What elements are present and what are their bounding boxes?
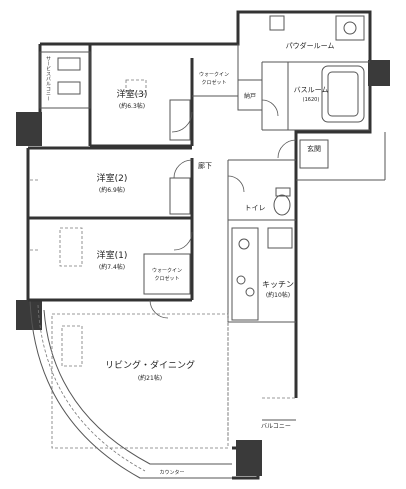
column-bottom	[236, 440, 262, 476]
window-markers	[30, 79, 147, 367]
washing-machine	[269, 15, 285, 31]
walkin-bottom-sub: クロゼット	[154, 275, 179, 282]
entrance-name: 玄関	[307, 144, 321, 153]
closet-western2	[169, 177, 191, 215]
bathroom-name: バスルーム	[294, 86, 329, 94]
kitchen-counter	[231, 227, 259, 321]
living-name: リビング・ダイニング	[105, 359, 195, 371]
service-balcony-area	[39, 51, 91, 109]
kitchen-name: キッチン	[262, 280, 294, 289]
refrigerator	[267, 227, 293, 249]
toilet-name: トイレ	[245, 204, 266, 212]
bathroom-size: (1620)	[303, 97, 320, 103]
walkin-bottom-name: ウォークイン	[152, 267, 182, 274]
closet-western3	[169, 99, 191, 141]
wash-basin	[335, 15, 365, 41]
sink-bowl	[343, 21, 357, 35]
sink	[238, 238, 250, 250]
bathtub-inner	[327, 71, 359, 117]
balcony-curve-rail	[37, 304, 146, 472]
walkin-top-sub: クロゼット	[201, 79, 226, 86]
burner-2	[245, 287, 255, 297]
counter-label: カウンター	[159, 469, 184, 476]
outdoor-unit-2	[57, 81, 81, 95]
burner-1	[236, 275, 246, 285]
western3-size: (約6.3帖)	[119, 102, 145, 110]
entrance-floor	[299, 139, 329, 169]
balcony-curve-outer	[29, 299, 232, 479]
column-right	[368, 60, 390, 86]
column-top-left	[16, 112, 42, 146]
outdoor-unit-1	[57, 57, 81, 71]
service-balcony-label: サービスバルコニー	[45, 56, 51, 101]
balcony-curve-inner	[43, 309, 232, 465]
powder-name: パウダールーム	[286, 41, 335, 50]
western1-size: (約7.4帖)	[99, 263, 125, 271]
western2-size: (約6.9帖)	[99, 186, 125, 194]
hall-name: 廊下	[198, 161, 212, 170]
door-swings	[149, 99, 297, 319]
storage-room	[237, 79, 263, 111]
toilet-bowl	[273, 194, 291, 216]
interior-walls	[28, 44, 370, 323]
column-mid-left	[16, 300, 42, 330]
walkin-closet-bottom	[143, 253, 191, 295]
storage-name: 納戸	[244, 92, 256, 100]
living-size: (約21帖)	[138, 374, 162, 382]
bathtub	[321, 65, 365, 123]
balcony-bottom-label: バルコニー	[261, 423, 291, 430]
walkin-top-name: ウォークイン	[199, 71, 229, 78]
toilet-tank	[275, 187, 291, 197]
western3-name: 洋室(3)	[117, 88, 148, 100]
western1-name: 洋室(1)	[97, 249, 128, 261]
living-ceiling-outline	[51, 313, 229, 449]
kitchen-size: (約10帖)	[266, 291, 290, 299]
western2-name: 洋室(2)	[97, 172, 128, 184]
